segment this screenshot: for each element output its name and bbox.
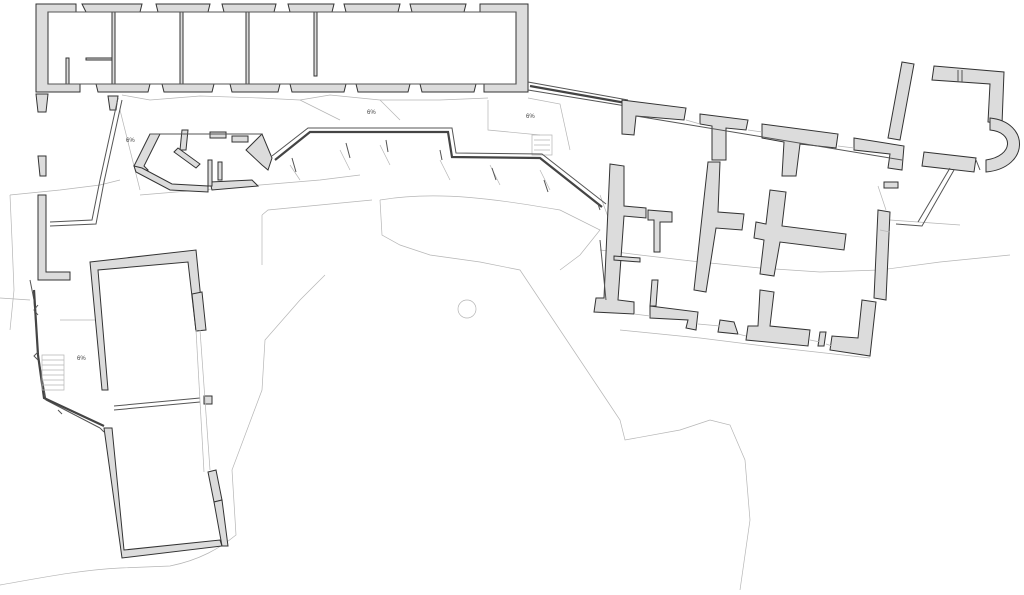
- north-building: [35, 3, 529, 93]
- west-walls: [29, 93, 123, 429]
- east-building: [593, 99, 905, 357]
- slope-labels: 6% 6% 6% 6%: [77, 110, 535, 362]
- north-building-east-wall: [479, 3, 529, 93]
- glazed-walkway: [119, 94, 607, 208]
- southwest-wing: [89, 249, 229, 559]
- north-building-west-wall: [35, 3, 81, 93]
- slope-label: 6%: [126, 138, 135, 144]
- slope-label: 6%: [77, 356, 86, 362]
- northeast-tower: [877, 61, 1020, 233]
- terrain-lines: [0, 174, 1011, 591]
- slope-label: 6%: [526, 114, 535, 120]
- round-feature: [457, 299, 477, 319]
- octagonal-pavilion: [133, 129, 273, 193]
- slope-label: 6%: [367, 110, 376, 116]
- door-symbols: [33, 139, 601, 433]
- link-corridor: [487, 81, 629, 156]
